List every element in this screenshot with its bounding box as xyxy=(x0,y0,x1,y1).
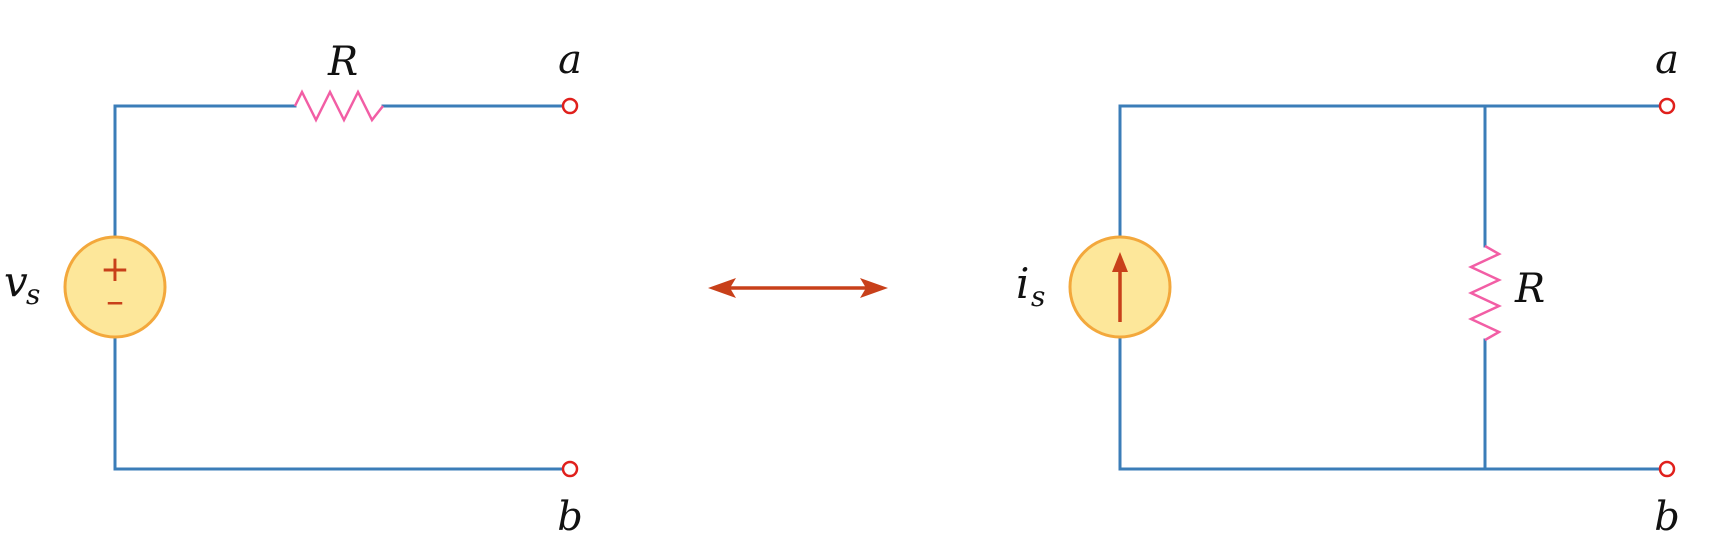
voltage-source xyxy=(63,235,167,339)
left-terminal-a xyxy=(561,97,579,115)
right-terminal-a-label: a xyxy=(1655,37,1679,83)
left-circuit: + – R a b v s xyxy=(4,37,583,540)
left-terminal-b xyxy=(561,460,579,478)
right-left-lower-wire xyxy=(1118,336,1662,471)
right-left-upper-wire xyxy=(1118,104,1662,238)
voltage-source-label-main: v xyxy=(4,257,28,306)
current-source-label-main: i xyxy=(1016,259,1029,308)
series-resistor xyxy=(293,89,384,123)
voltage-source-label: v s xyxy=(4,257,40,311)
right-circuit: R a b i s xyxy=(1016,37,1680,540)
voltage-source-minus: – xyxy=(106,281,124,322)
equivalence-arrow-right-head xyxy=(860,278,888,298)
left-resistor-label: R xyxy=(327,39,358,85)
voltage-source-plus: + xyxy=(100,249,130,290)
current-source-arrow-icon xyxy=(1112,252,1128,322)
current-source-label: i s xyxy=(1016,259,1045,313)
right-terminal-b xyxy=(1658,460,1676,478)
current-source-label-sub: s xyxy=(1031,280,1045,313)
equivalence-arrow xyxy=(708,278,888,298)
left-terminal-a-label: a xyxy=(558,37,582,83)
right-terminal-a xyxy=(1658,97,1676,115)
shunt-resistor xyxy=(1468,244,1502,342)
left-top-wire xyxy=(113,104,297,238)
voltage-source-label-sub: s xyxy=(26,278,40,311)
right-terminal-b-label: b xyxy=(1654,494,1680,540)
right-resistor-label: R xyxy=(1514,266,1545,312)
equivalence-arrow-left-head xyxy=(708,278,736,298)
left-terminal-b-label: b xyxy=(557,494,583,540)
